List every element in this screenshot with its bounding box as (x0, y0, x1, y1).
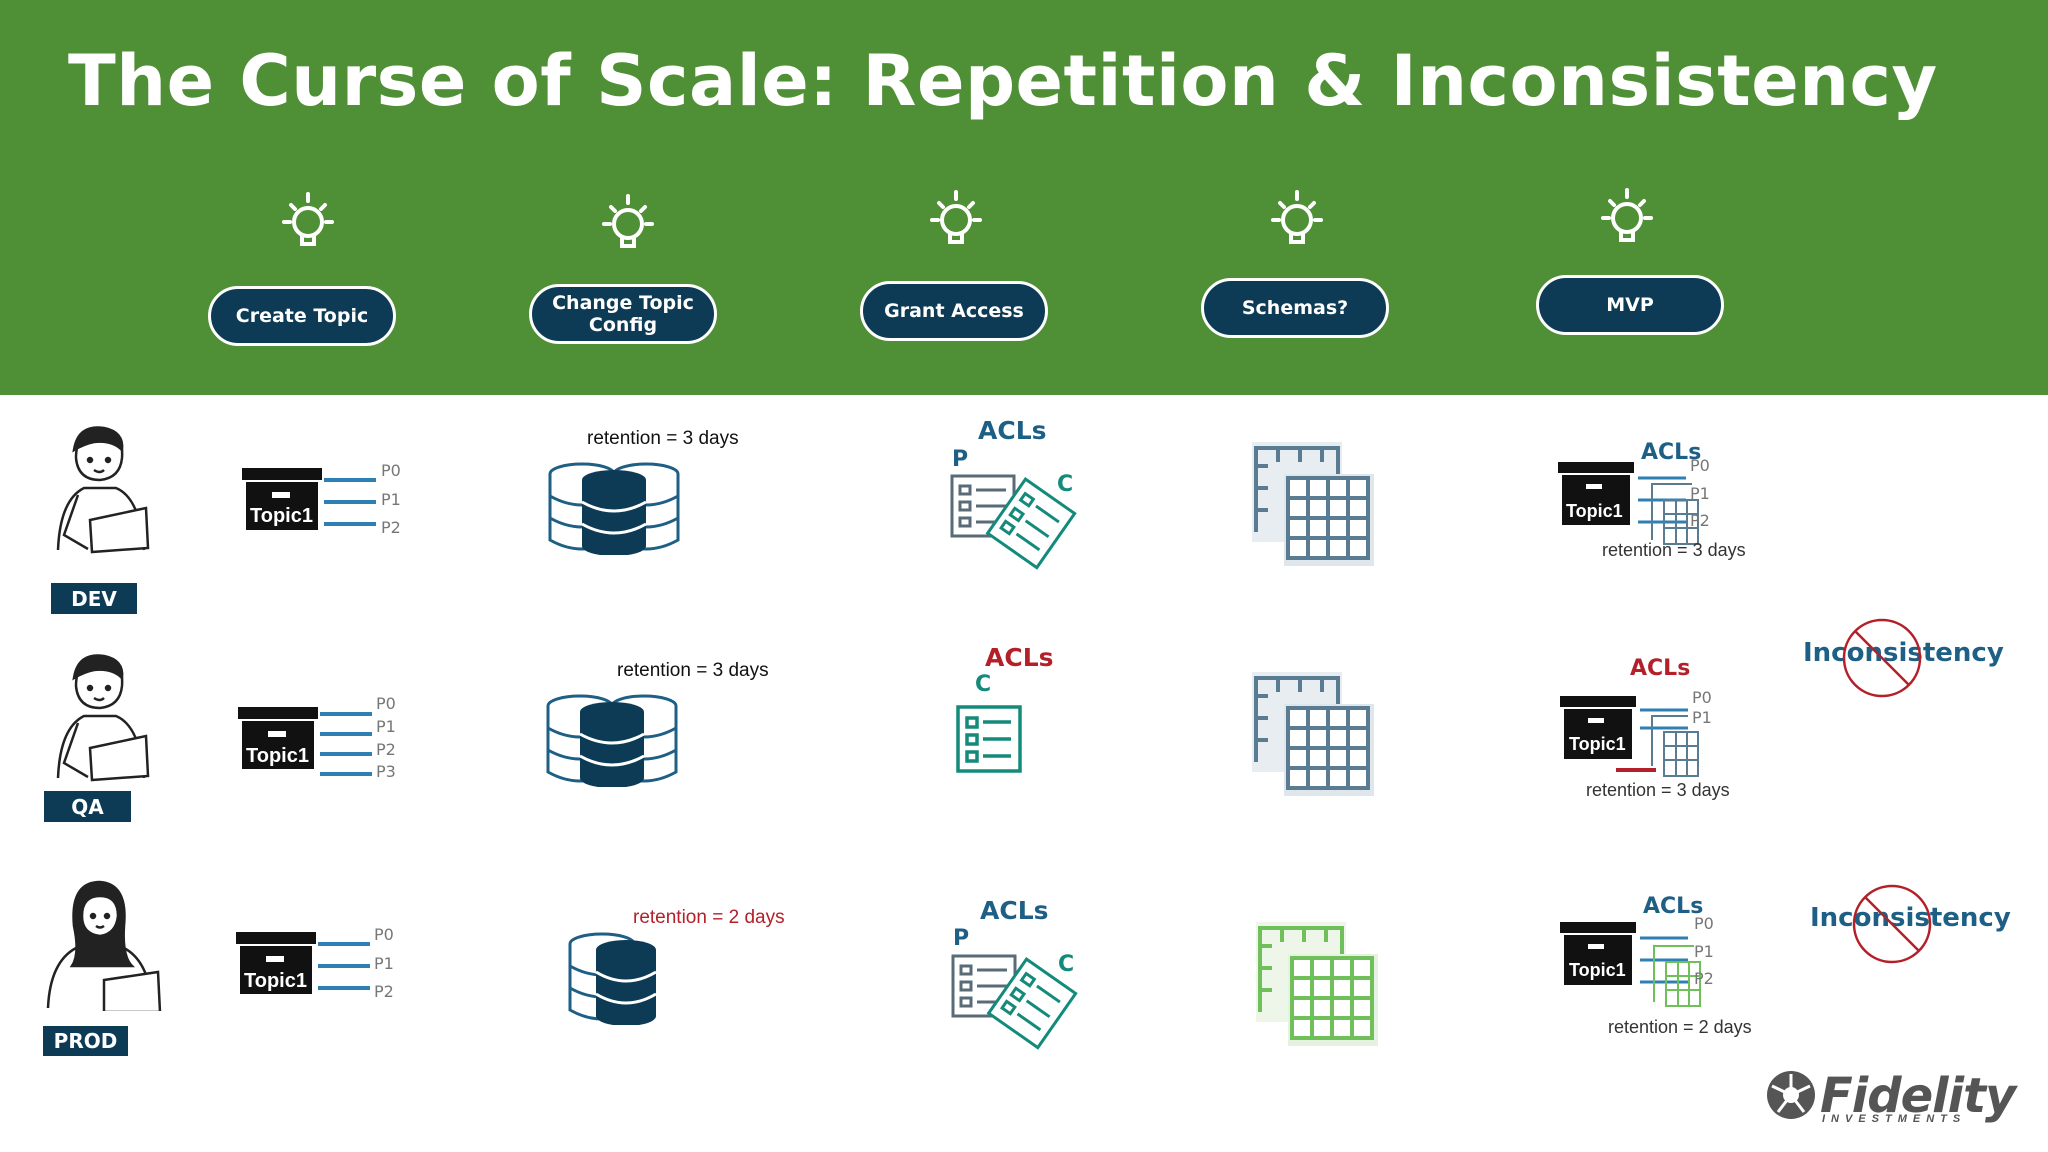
partition-label: P0 (381, 461, 401, 480)
prohibited-icon (1852, 884, 1932, 964)
topic-label: Topic1 (250, 505, 313, 527)
retention-label: retention = 3 days (617, 660, 769, 681)
acls-title: ACLs (985, 643, 1054, 672)
schema-table-icon (1252, 442, 1374, 566)
schema-table-icon (1252, 672, 1374, 796)
topic-label: Topic1 (244, 970, 307, 992)
schema-table-icon-green (1256, 922, 1378, 1046)
retention-label: retention = 3 days (587, 428, 739, 449)
step-change-topic-config[interactable]: Change Topic Config (529, 284, 717, 344)
topic-box-icon (236, 932, 316, 994)
consumer-label: C (1057, 472, 1074, 497)
partition-label: P1 (376, 717, 396, 736)
lightbulb-icon (1271, 190, 1323, 244)
partition-lines (318, 942, 370, 990)
prohibited-icon (1842, 618, 1922, 698)
mvp-partition-label: P2 (1690, 511, 1710, 530)
partition-label: P0 (376, 694, 396, 713)
mvp-acls-title: ACLs (1641, 440, 1702, 465)
mvp-acls-title: ACLs (1630, 656, 1691, 681)
mvp-partition-label: P1 (1694, 942, 1714, 961)
database-icon (548, 462, 680, 555)
step-mvp[interactable]: MVP (1536, 275, 1724, 335)
env-label-qa: QA (44, 791, 131, 822)
topic-label: Topic1 (246, 745, 309, 767)
lightbulb-icon (1601, 188, 1653, 242)
mvp-schema-partitions (1638, 476, 1699, 545)
step-schemas[interactable]: Schemas? (1201, 278, 1389, 338)
mvp-topic-box-icon (1560, 922, 1636, 985)
database-icon (546, 694, 678, 787)
lightbulb-icon (930, 190, 982, 244)
database-icon (568, 932, 657, 1025)
partition-label: P3 (376, 762, 396, 781)
mvp-partition-label: P0 (1690, 456, 1710, 475)
acl-documents-icon (951, 954, 1078, 1050)
prod-person-icon (46, 880, 162, 1011)
retention-label: retention = 2 days (633, 907, 785, 928)
step-create-topic[interactable]: Create Topic (208, 286, 396, 346)
developer-person-icon (56, 426, 150, 554)
mvp-partition-label: P0 (1694, 914, 1714, 933)
acls-title: ACLs (980, 896, 1049, 925)
partition-label: P2 (376, 740, 396, 759)
mvp-topic-box-icon (1560, 696, 1636, 759)
env-label-prod: PROD (43, 1026, 128, 1056)
mvp-acls-title: ACLs (1643, 894, 1704, 919)
mvp-retention-label: retention = 2 days (1608, 1017, 1752, 1037)
step-grant-access[interactable]: Grant Access (860, 281, 1048, 341)
inconsistency-label: Inconsistency (1803, 638, 2004, 668)
mvp-retention-label: retention = 3 days (1602, 540, 1746, 560)
fidelity-logo: Fidelity (1820, 1068, 2016, 1124)
mvp-topic-label: Topic1 (1566, 501, 1623, 521)
mvp-partition-label: P1 (1690, 484, 1710, 503)
acl-document-icon (956, 705, 1022, 773)
inconsistency-label: Inconsistency (1810, 903, 2011, 933)
mvp-partition-label: P1 (1692, 708, 1712, 727)
fidelity-logo-icon (1767, 1071, 1815, 1119)
lightbulb-icon (602, 194, 654, 248)
partition-label: P0 (374, 925, 394, 944)
partition-label: P2 (381, 518, 401, 537)
partition-lines (320, 712, 372, 776)
mvp-partition-label: P0 (1692, 688, 1712, 707)
env-label-dev: DEV (51, 583, 137, 614)
partition-label: P1 (374, 954, 394, 973)
page-title: The Curse of Scale: Repetition & Inconsi… (68, 40, 1938, 122)
producer-label: P (952, 447, 969, 472)
topic-box-icon (242, 468, 322, 530)
lightbulb-icon (282, 192, 334, 246)
partition-lines (324, 478, 376, 526)
consumer-label: C (975, 672, 992, 697)
mvp-partition-label: P2 (1694, 969, 1714, 988)
qa-person-icon (56, 654, 150, 782)
mvp-topic-label: Topic1 (1569, 734, 1626, 754)
partition-label: P2 (374, 982, 394, 1001)
acls-title: ACLs (978, 416, 1047, 445)
mvp-retention-label: retention = 3 days (1586, 780, 1730, 800)
mvp-topic-label: Topic1 (1569, 960, 1626, 980)
fidelity-logo-sub: INVESTMENTS (1822, 1113, 1967, 1125)
partition-label: P1 (381, 490, 401, 509)
consumer-label: C (1058, 952, 1075, 977)
mvp-schema-partitions (1640, 936, 1701, 1007)
mvp-topic-box-icon (1558, 462, 1634, 525)
producer-label: P (953, 926, 970, 951)
acl-documents-icon (950, 474, 1077, 570)
mvp-schema-partitions (1616, 708, 1699, 777)
topic-box-icon (238, 707, 318, 769)
